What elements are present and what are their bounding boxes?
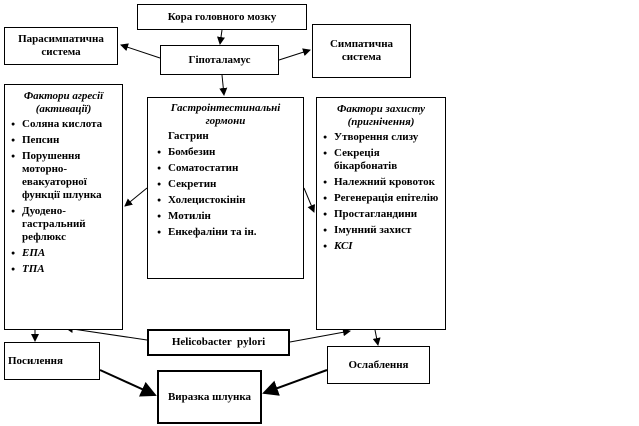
list-item: Холецистокінін <box>154 194 297 207</box>
arrow-hypo-parasym <box>120 43 161 59</box>
hypothalamus-label: Гіпоталамус <box>188 53 251 66</box>
list-item: Пепсин <box>8 134 119 147</box>
arrow-hp-aggression <box>65 325 148 341</box>
list-item: Мотилін <box>154 210 297 223</box>
ulcer-label: Виразка шлунка <box>167 390 252 403</box>
arrow-hormones-aggression <box>124 187 148 207</box>
protection-box: Фактори захисту (пригнічення) Утворення … <box>316 97 446 330</box>
cortex-box: Кора головного мозку <box>137 4 307 30</box>
list-item: Секретин <box>154 178 297 191</box>
helicobacter-box: Helicobacter pylori <box>147 329 290 356</box>
parasympathetic-label: Парасимпатична система <box>18 33 104 58</box>
cortex-label: Кора головного мозку <box>167 10 277 23</box>
arrow-hp-protection <box>289 328 351 343</box>
list-item: Соматостатин <box>154 162 297 175</box>
list-item: Регенерація епітелію <box>320 192 442 205</box>
arrow-hypo-sym <box>278 48 311 61</box>
list-item: Гастрин <box>168 130 209 142</box>
strengthening-box: Посилення <box>4 342 100 380</box>
hormones-title: Гастроінтестинальні гормони <box>170 102 281 127</box>
arrow-strengthening-ulcer <box>99 369 157 397</box>
ulcer-box: Виразка шлунка <box>157 370 262 424</box>
sympathetic-label: Симпатична система <box>329 38 394 63</box>
protection-title: Фактори захисту (пригнічення) <box>336 103 426 128</box>
weakening-label: Ослаблення <box>348 358 409 371</box>
arrow-cortex-hypothalamus <box>217 29 225 45</box>
aggression-box: Фактори агресії (активації) Соляна кисло… <box>4 84 123 330</box>
list-item: Соляна кислота <box>8 118 119 131</box>
sympathetic-box: Симпатична система <box>312 24 411 78</box>
arrow-hypo-hormones <box>219 74 228 96</box>
arrow-hormones-protection <box>303 187 315 213</box>
list-item: Належний кровоток <box>320 176 442 189</box>
arrow-weakening-ulcer <box>262 369 328 396</box>
list-item: Простагландини <box>320 208 442 221</box>
list-item: КСІ <box>320 240 442 253</box>
hypothalamus-box: Гіпоталамус <box>160 45 279 75</box>
list-item: Імунний захист <box>320 224 442 237</box>
list-item: Секреція бікарбонатів <box>320 147 442 173</box>
list-item: ЕПА <box>8 247 119 260</box>
weakening-box: Ослаблення <box>327 346 430 384</box>
aggression-title: Фактори агресії (активації) <box>23 90 104 115</box>
list-item: Утворення слизу <box>320 131 442 144</box>
list-item: Порушення моторно-евакуаторної функції ш… <box>8 150 119 202</box>
hormones-box: Гастроінтестинальні гормони Гастрин Бомб… <box>147 97 304 279</box>
list-item: Енкефаліни та ін. <box>154 226 297 239</box>
helicobacter-label: Helicobacter pylori <box>171 336 266 348</box>
list-item: Дуодено-гастральний рефлюкс <box>8 205 119 244</box>
list-item: Бомбезин <box>154 146 297 159</box>
arrow-protection-weakening <box>372 329 381 346</box>
parasympathetic-box: Парасимпатична система <box>4 27 118 65</box>
list-item: ТПА <box>8 263 119 276</box>
strengthening-label: Посилення <box>8 354 63 367</box>
